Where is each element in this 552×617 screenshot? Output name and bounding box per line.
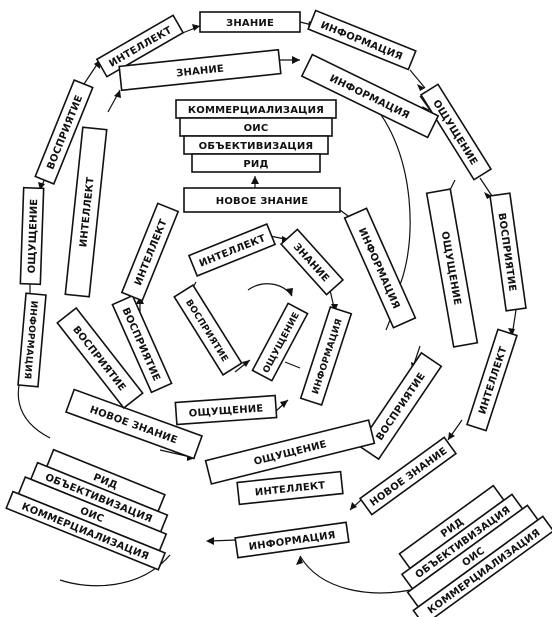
inner-novoe-znanie: НОВОЕ ЗНАНИЕ [183, 187, 341, 213]
inner-novoe-znanie-label: НОВОЕ ЗНАНИЕ [216, 196, 309, 207]
middle-znanie-label: ЗНАНИЕ [176, 64, 225, 80]
middle-znanie: ЗНАНИЕ [118, 48, 282, 92]
arrow-icon [296, 556, 303, 565]
link [284, 361, 301, 369]
stack-top-item-3: РИД [243, 159, 268, 170]
outer-oshchushchenie-label: ОЩУЩЕНИЕ [430, 98, 479, 167]
inner-intellekt: ИНТЕЛЛЕКТ [120, 202, 180, 302]
outer-informatsiya-bottom: ИНФОРМАЦИЯ [234, 521, 350, 559]
loop-connector [299, 555, 421, 594]
inner-oshchushchenie: ОЩУЩЕНИЕ [174, 394, 278, 426]
outer-oshchushchenie-left: ОЩУЩЕНИЕ [19, 186, 45, 286]
arrow-icon [251, 176, 259, 184]
arrow-icon [242, 360, 250, 367]
core-vospriyatie: ВОСПРИЯТИЕ [173, 284, 243, 376]
arrow-icon [484, 192, 492, 199]
core-znanie: ЗНАНИЕ [279, 228, 345, 296]
outer-oshchushchenie: ОЩУЩЕНИЕ [419, 83, 493, 181]
link [209, 539, 237, 542]
arrow-icon [206, 537, 214, 545]
outer-intellekt: ИНТЕЛЛЕКТ [466, 328, 518, 432]
core-informatsiya: ИНФОРМАЦИЯ [299, 305, 353, 407]
arrow-icon [448, 432, 455, 440]
stack-top: КОММЕРЦИАЛИЗАЦИЯ ОИС ОБЪЕКТИВИЗАЦИЯ РИД [175, 99, 337, 173]
stack-left: РИД ОБЪЕКТИВИЗАЦИЯ ОИС КОММЕРЦИАЛИЗАЦИЯ [5, 448, 169, 571]
middle-vospriyatie-left-label: ВОСПРИЯТИЕ [70, 324, 127, 393]
outer-znanie-label: ЗНАНИЕ [226, 18, 274, 29]
stack-right: РИД ОБЪЕКТИВИЗАЦИЯ ОИС КОММЕРЦИАЛИЗАЦИЯ [398, 484, 552, 617]
arrow-icon [417, 84, 425, 91]
arrow-icon [192, 24, 200, 31]
stack-top-item-1: ОИС [244, 123, 269, 134]
arrow-icon [292, 56, 300, 64]
arrow-icon [286, 288, 293, 296]
core-intellekt: ИНТЕЛЛЕКТ [187, 223, 277, 277]
arrow-icon [508, 328, 515, 336]
center-spiral [247, 283, 293, 297]
link [479, 177, 493, 197]
inner-oshchushchenie-label: ОЩУЩЕНИЕ [188, 403, 263, 419]
link [409, 69, 426, 89]
middle-oshchushchenie-bottom: ОЩУЩЕНИЕ [204, 419, 376, 485]
arrow-icon [114, 90, 121, 98]
middle-intellekt-bottom: ИНТЕЛЛЕКТ [236, 470, 344, 506]
middle-oshchushchenie: ОЩУЩЕНИЕ [425, 188, 479, 348]
arrow-icon [350, 502, 357, 510]
middle-intellekt-left: ИНТЕЛЛЕКТ [64, 126, 108, 298]
stack-top-item-0: КОММЕРЦИАЛИЗАЦИЯ [188, 105, 324, 116]
outer-znanie: ЗНАНИЕ [199, 11, 301, 33]
outer-vospriyatie: ВОСПРИЯТИЕ [489, 192, 527, 312]
core-oshchushchenie: ОЩУЩЕНИЕ [251, 302, 309, 382]
core-spiral: ИНТЕЛЛЕКТ ЗНАНИЕ ОЩУЩЕНИЕ ИНФОРМАЦИЯ ВОС… [173, 223, 353, 407]
outer-informatsiya-left: ИНФОРМАЦИЯ [17, 292, 47, 388]
outer-oshchushchenie-left-label: ОЩУЩЕНИЕ [27, 199, 41, 274]
arrow-icon [280, 400, 288, 408]
stack-top-item-2: ОБЪЕКТИВИЗАЦИЯ [199, 141, 314, 152]
inner-ring: НОВОЕ ЗНАНИЕ ИНФОРМАЦИЯ ОЩУЩЕНИЕ ВОСПРИЯ… [111, 187, 417, 426]
